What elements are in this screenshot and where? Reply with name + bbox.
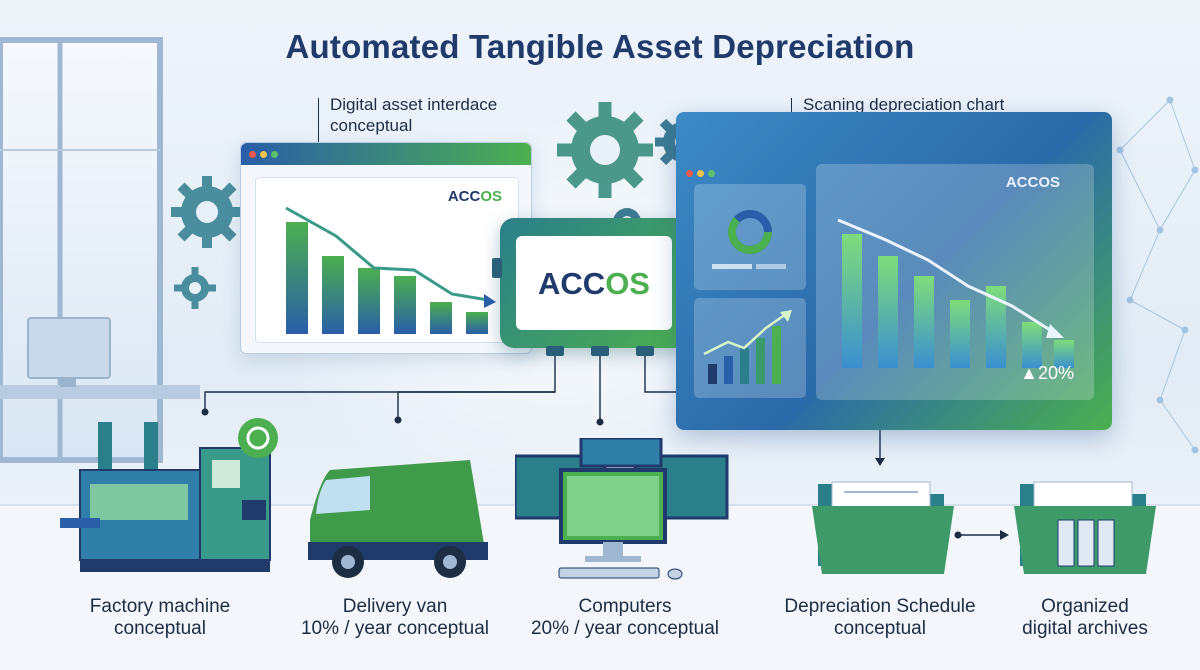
main-pct-label: ▲20% [1020,363,1074,383]
left-trend-line [285,206,489,302]
computers-icon [515,438,729,580]
left-bar [358,268,380,334]
caption-line2: conceptual [114,618,206,639]
donut-chart [712,210,786,269]
caption-line1: Delivery van [342,596,448,617]
left-bar [394,276,416,334]
window-min-dot [260,151,267,158]
window-max-dot [708,170,715,177]
main-trend-line [837,218,1051,332]
folder-icon [812,481,954,574]
left-trend-arrowhead [484,294,496,308]
accos-device-screen: ACCOS [516,236,672,330]
window-min-dot [697,170,704,177]
caption-factory-machine: Factory machine conceptual [65,596,255,640]
brand-part1: ACC [447,188,481,205]
main-bar [1022,322,1042,368]
main-panel-brand: ACCOS [1006,174,1060,191]
growth-chart [703,310,792,384]
main-bar [914,276,934,368]
caption-depreciation-schedule: Depreciation Schedule conceptual [775,596,985,640]
caption-delivery-van: Delivery van 10% / year conceptual [290,596,500,640]
callout-left-line2: conceptual [330,116,413,135]
caption-organized-archives: Organized digital archives [1000,596,1170,640]
left-panel-brand: ACCOS [448,188,502,205]
window-close-dot [686,170,693,177]
brand-part1: ACC [538,266,606,301]
caption-line1: Factory machine [89,596,231,617]
archive-folder-icon [1014,481,1156,574]
left-bar [322,256,344,334]
left-bar [430,302,452,334]
window-titlebar [241,143,531,165]
callout-left: Digital asset interdace conceptual [330,94,497,136]
main-bar [950,300,970,368]
accos-device-logo: ACCOS [516,266,672,302]
brand-part2: OS [1038,174,1060,191]
left-bar [286,222,308,334]
left-chart-panel: ACCOS [255,177,519,343]
caption-line2: digital archives [1022,618,1148,639]
main-trend-arrowhead [1046,324,1064,338]
gear-icon-group-left [171,176,243,309]
window-max-dot [271,151,278,158]
left-bar-chart [285,206,496,334]
delivery-van-icon [308,460,488,578]
main-bar [842,234,862,368]
factory-machine-icon [60,418,278,572]
brand-part2: OS [480,188,502,205]
caption-line1: Computers [578,596,672,617]
brand-part1: ACC [1005,174,1039,191]
caption-line2: 20% / year conceptual [530,618,719,639]
page-title: Automated Tangible Asset Depreciation [285,28,915,65]
right-dashboard-window: ACCOS ▲20% [676,112,1112,430]
main-bar [986,286,1006,368]
callout-left-line1: Digital asset interdace [330,95,498,114]
growth-panel [694,298,806,398]
brand-part2: OS [605,266,650,301]
left-dashboard-window: ACCOS [240,142,532,354]
caption-line1: Depreciation Schedule [784,596,976,617]
accos-device: ACCOS [500,218,688,348]
caption-line2: conceptual [834,618,926,639]
window-close-dot [249,151,256,158]
caption-line1: Organized [1041,596,1129,617]
main-bar [878,256,898,368]
main-bar-chart [837,218,1074,368]
donut-panel [694,184,806,290]
main-bar [1054,340,1074,368]
left-bar [466,312,488,334]
caption-computers: Computers 20% / year conceptual [520,596,730,640]
callout-right-line1: Scaning depreciation chart [803,95,1005,114]
caption-line2: 10% / year conceptual [300,618,489,639]
main-chart-panel: ACCOS ▲20% [816,164,1094,400]
